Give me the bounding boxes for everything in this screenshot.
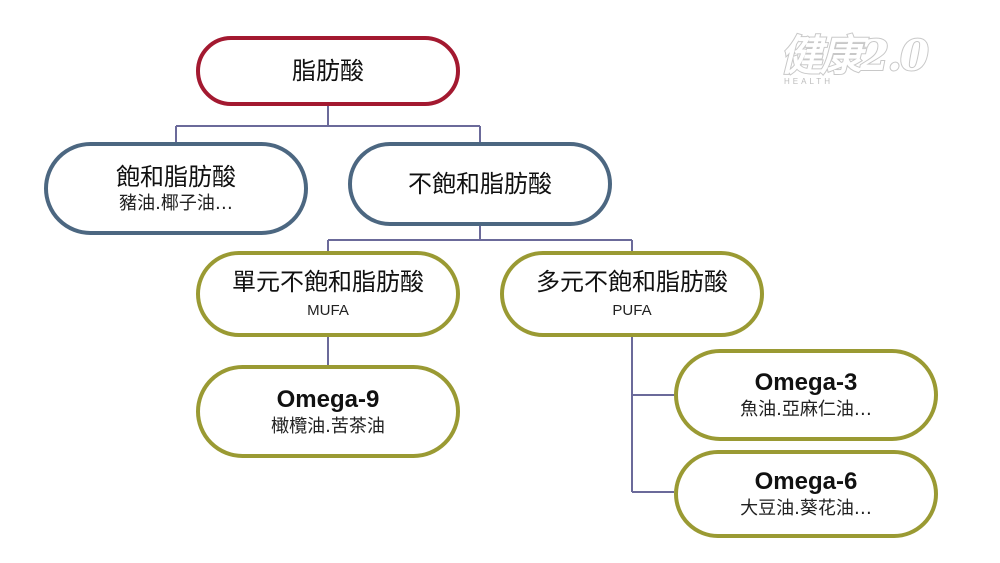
svg-text:健康2.0: 健康2.0 bbox=[780, 31, 929, 80]
node-omega-6: Omega-6 大豆油.葵花油… bbox=[674, 450, 938, 538]
node-unsaturated-fatty-acid: 不飽和脂肪酸 bbox=[348, 142, 612, 226]
node-omega3-examples: 魚油.亞麻仁油… bbox=[740, 399, 872, 420]
health-2-0-logo: 健康2.0 HEALTH bbox=[779, 30, 932, 86]
node-mufa-abbr: MUFA bbox=[307, 302, 349, 319]
node-pufa: 多元不飽和脂肪酸 PUFA bbox=[500, 251, 764, 337]
node-saturated-title: 飽和脂肪酸 bbox=[116, 162, 236, 191]
node-omega9-examples: 橄欖油.苦茶油 bbox=[271, 415, 385, 437]
node-fatty-acid: 脂肪酸 bbox=[196, 36, 460, 106]
node-mufa: 單元不飽和脂肪酸 MUFA bbox=[196, 251, 460, 337]
node-saturated-examples: 豬油.椰子油… bbox=[119, 192, 233, 214]
node-pufa-abbr: PUFA bbox=[612, 302, 652, 319]
node-omega9-title: Omega-9 bbox=[276, 385, 380, 413]
node-pufa-title: 多元不飽和脂肪酸 bbox=[536, 268, 728, 296]
node-unsaturated-title: 不飽和脂肪酸 bbox=[408, 170, 552, 198]
node-omega-3: Omega-3 魚油.亞麻仁油… bbox=[674, 349, 938, 441]
node-omega6-examples: 大豆油.葵花油… bbox=[740, 498, 872, 519]
node-saturated-fatty-acid: 飽和脂肪酸 豬油.椰子油… bbox=[44, 142, 308, 235]
node-mufa-title: 單元不飽和脂肪酸 bbox=[232, 268, 424, 296]
node-omega-9: Omega-9 橄欖油.苦茶油 bbox=[196, 365, 460, 458]
node-omega3-title: Omega-3 bbox=[754, 369, 858, 396]
svg-text:HEALTH: HEALTH bbox=[784, 77, 833, 86]
node-fatty-acid-title: 脂肪酸 bbox=[292, 57, 364, 85]
node-omega6-title: Omega-6 bbox=[754, 468, 858, 495]
